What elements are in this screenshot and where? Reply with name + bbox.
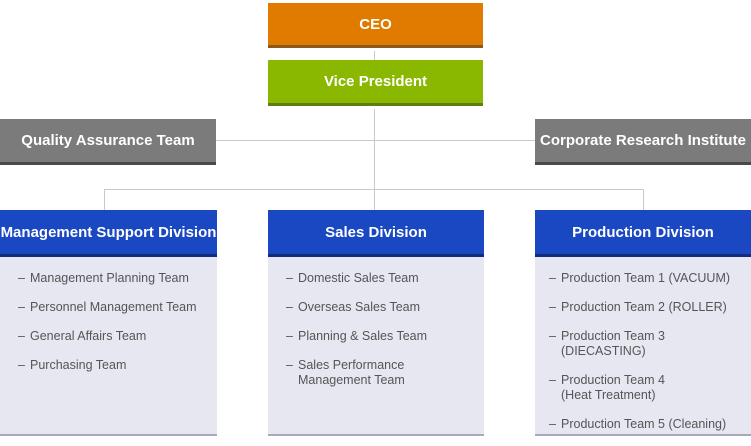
- team-item: Management Planning Team: [18, 271, 217, 286]
- research-institute-box: Corporate Research Institute: [535, 119, 751, 165]
- team-item: Domestic Sales Team: [286, 271, 484, 286]
- sales-teams: Domestic Sales Team Overseas Sales Team …: [268, 257, 484, 436]
- connector-side-units: [216, 140, 535, 141]
- connector-division-right: [643, 189, 644, 210]
- quality-assurance-box: Quality Assurance Team: [0, 119, 216, 165]
- management-support-division-header: Management Support Division: [0, 210, 217, 257]
- division-title: Management Support Division: [0, 223, 217, 241]
- management-support-teams: Management Planning Team Personnel Manag…: [0, 257, 217, 436]
- team-item: Production Team 4 (Heat Treatment): [549, 373, 751, 403]
- team-item: Production Team 1 (VACUUM): [549, 271, 751, 286]
- team-item: Personnel Management Team: [18, 300, 217, 315]
- team-item: Sales Performance Management Team: [286, 358, 484, 388]
- connector-ceo-vp: [374, 51, 375, 60]
- production-division-header: Production Division: [535, 210, 751, 257]
- team-item: Production Team 3 (DIECASTING): [549, 329, 751, 359]
- division-title: Production Division: [572, 223, 714, 241]
- production-teams: Production Team 1 (VACUUM) Production Te…: [535, 257, 751, 436]
- team-item: General Affairs Team: [18, 329, 217, 344]
- team-item: Planning & Sales Team: [286, 329, 484, 344]
- team-item: Production Team 5 (Cleaning): [549, 417, 751, 432]
- connector-divisions-bar: [104, 189, 644, 190]
- connector-vp-trunk: [374, 109, 375, 210]
- research-institute-label: Corporate Research Institute: [540, 132, 746, 149]
- ceo-label: CEO: [359, 15, 392, 33]
- ceo-box: CEO: [268, 3, 483, 48]
- connector-division-left: [104, 189, 105, 210]
- team-item: Overseas Sales Team: [286, 300, 484, 315]
- division-title: Sales Division: [325, 223, 427, 241]
- team-item: Purchasing Team: [18, 358, 217, 373]
- vice-president-box: Vice President: [268, 60, 483, 106]
- team-item: Production Team 2 (ROLLER): [549, 300, 751, 315]
- vice-president-label: Vice President: [323, 73, 428, 90]
- sales-division-header: Sales Division: [268, 210, 484, 257]
- quality-assurance-label: Quality Assurance Team: [21, 132, 195, 149]
